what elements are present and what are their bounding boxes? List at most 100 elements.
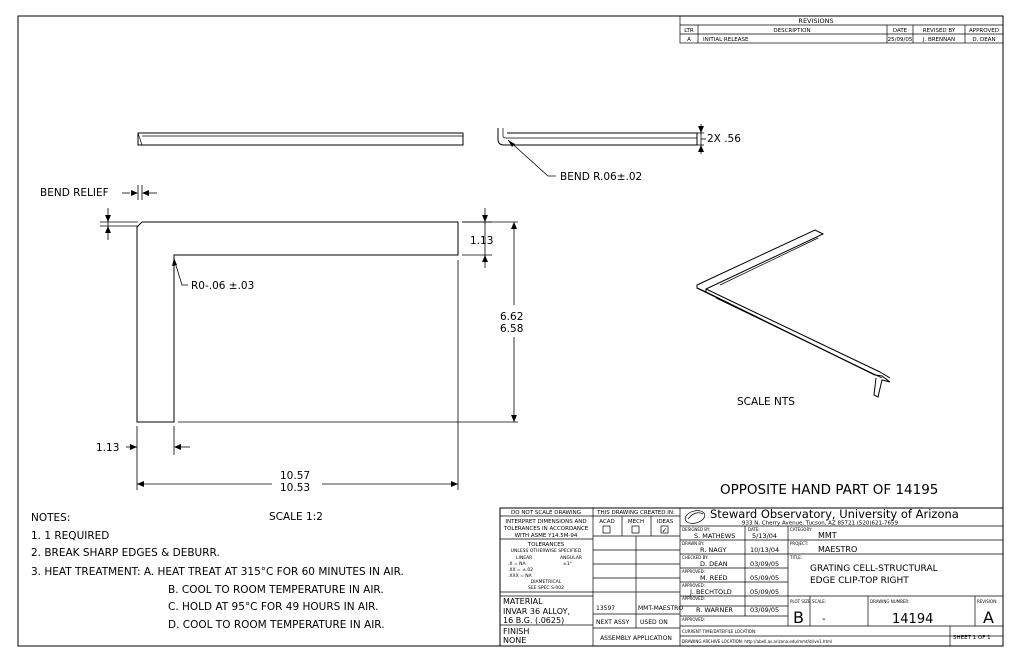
approved-2-name: J. BECHTOLD (689, 588, 732, 596)
angular-tol: ±1° (563, 561, 572, 567)
isometric-view (696, 229, 891, 398)
next-assy-label: NEXT ASSY (596, 619, 630, 626)
interpret-line-1: INTERPRET DIMENSIONS AND (505, 519, 586, 525)
dim-width-max: 10.57 (280, 470, 310, 482)
flat-pattern-view (136, 221, 459, 423)
opposite-hand-note: OPPOSITE HAND PART OF 14195 (720, 482, 938, 498)
notes-block: NOTES: SCALE 1:2 1. 1 REQUIRED 2. BREAK … (31, 511, 404, 631)
approved-3-date: 03/09/05 (750, 606, 779, 614)
rev-header-approved: APPROVED (969, 28, 999, 34)
note-1: 1. 1 REQUIRED (31, 530, 109, 542)
side-edge-view (497, 124, 706, 154)
approved-3-name: R. WARNER (696, 606, 733, 614)
thickness-dim-label: 2X .56 (707, 133, 741, 145)
archive-location: DRAWING ARCHIVE LOCATION: http://abell.a… (682, 639, 832, 644)
bend-radius-label: BEND R.06±.02 (560, 171, 642, 183)
checked-by-label: CHECKED BY: (682, 555, 708, 560)
spec-ref: SEE SPEC S-002 (528, 585, 564, 591)
checked-by-name: D. DEAN (700, 560, 728, 568)
organization-name: Steward Observatory, University of Arizo… (710, 507, 959, 521)
radius-label: R0-.06 ±.03 (191, 280, 254, 292)
designed-date: 5/13/04 (752, 532, 777, 540)
note-3b: B. COOL TO ROOM TEMPERATURE IN AIR. (168, 584, 384, 596)
dim-width-min: 10.53 (280, 482, 310, 494)
rev-cell-ltr: A (687, 37, 691, 43)
project-label: PROJECT: (790, 541, 808, 546)
rev-cell-revised-by: J. BRENNAN (922, 37, 955, 43)
category-value: MMT (818, 531, 837, 540)
scale-label: SCALE: (812, 599, 826, 604)
approved-1-name: M. REED (700, 574, 727, 582)
dim-flange-height: 1.13 (470, 235, 493, 247)
radius-leader (173, 258, 188, 286)
note-2: 2. BREAK SHARP EDGES & DEBURR. (31, 547, 220, 559)
approved-1-date: 05/09/05 (750, 574, 779, 582)
revisions-title: REVISIONS (798, 17, 833, 25)
used-on-label: USED ON (640, 619, 668, 626)
top-edge-view (137, 132, 464, 146)
revision-label: REVISION: (977, 599, 997, 604)
note-3a: 3. HEAT TREATMENT: A. HEAT TREAT AT 315°… (31, 566, 404, 578)
assembly-application: ASSEMBLY APPLICATION (600, 635, 672, 642)
category-label: CATEGORY: (790, 527, 812, 532)
ideas-label: IDEAS (657, 519, 674, 525)
mech-checkbox (631, 525, 640, 534)
title-line-2: EDGE CLIP-TOP RIGHT (810, 576, 909, 586)
title-label: TITLE: (789, 555, 802, 560)
rev-header-description: DESCRIPTION (773, 28, 810, 34)
material-line-2: 16 B.G. (.0625) (503, 616, 564, 625)
tol-xxx: .XXX = NA (508, 573, 533, 579)
material-label: MATERIAL (503, 597, 543, 606)
notes-scale: SCALE 1:2 (269, 511, 323, 523)
approved-3-label: APPROVED: (682, 596, 705, 601)
drawing-number: 14194 (892, 612, 933, 627)
material-line-1: INVAR 36 ALLOY, (503, 607, 570, 616)
created-in-label: THIS DRAWING CREATED IN: (596, 510, 675, 516)
rev-header-date: DATE (893, 28, 908, 34)
drawn-date: 10/13/04 (750, 546, 779, 554)
bend-leader (507, 139, 556, 177)
organization-address: 933 N. Cherry Avenue, Tucson, AZ 85721 (… (742, 521, 898, 527)
rev-header-revised-by: REVISED BY (923, 28, 956, 34)
rev-cell-description: INITIAL RELEASE (703, 37, 749, 43)
project-value: MAESTRO (818, 545, 857, 554)
dim-height-min: 6.58 (500, 323, 523, 335)
revisions-table: REVISIONS LTR DESCRIPTION DATE REVISED B… (679, 15, 1004, 44)
rev-cell-approved: D. DEAN (972, 37, 995, 43)
notes-title: NOTES: (31, 512, 70, 524)
tol-xx: .XX = ±.02 (508, 567, 533, 573)
revision-value: A (983, 608, 994, 627)
current-time-label: CURRENT TIME/DATE/FILE LOCATION: (682, 629, 756, 634)
finish-value: NONE (503, 636, 526, 645)
approved-2-date: 05/09/05 (750, 588, 779, 596)
mech-label: MECH (628, 519, 644, 525)
interpret-line-3: WITH ASME Y14.5M-94 (515, 533, 578, 539)
angular-label: ANGULAR (560, 555, 582, 561)
sheet-number: SHEET 1 OF 1 (953, 635, 991, 641)
note-3d: D. COOL TO ROOM TEMPERATURE IN AIR. (168, 619, 385, 631)
drawn-by-name: R. NAGY (700, 546, 726, 554)
unless-specified: UNLESS OTHERWISE SPECIFIED (511, 548, 582, 554)
note-3c: C. HOLD AT 95°C FOR 49 HOURS IN AIR. (168, 601, 378, 613)
interpret-line-2: TOLERANCES IN ACCORDANCE (503, 526, 589, 532)
designed-by-name: S. MATHEWS (694, 532, 735, 540)
title-line-1: GRATING CELL-STRUCTURAL (810, 564, 938, 574)
acad-checkbox (602, 525, 611, 534)
ideas-check-mark: ✓ (662, 527, 668, 535)
date-label: DATE: (748, 527, 760, 532)
bend-leader-arrow (508, 140, 515, 147)
title-block: DO NOT SCALE DRAWING INTERPRET DIMENSION… (499, 507, 1004, 647)
do-not-scale: DO NOT SCALE DRAWING (511, 510, 581, 516)
acad-label: ACAD (599, 519, 615, 525)
iso-scale-label: SCALE NTS (737, 396, 795, 408)
used-on-value: MMT-MAESTRO (638, 605, 683, 612)
dim-height-max: 6.62 (500, 311, 523, 323)
bend-relief-label: BEND RELIEF (40, 187, 109, 199)
scale-value: - (822, 614, 826, 625)
observatory-logo (684, 510, 706, 524)
designed-by-label: DESIGNED BY: (682, 527, 710, 532)
checked-date: 03/09/05 (750, 560, 779, 568)
finish-label: FINISH (503, 627, 529, 636)
tol-x: .X = NA (508, 561, 527, 567)
